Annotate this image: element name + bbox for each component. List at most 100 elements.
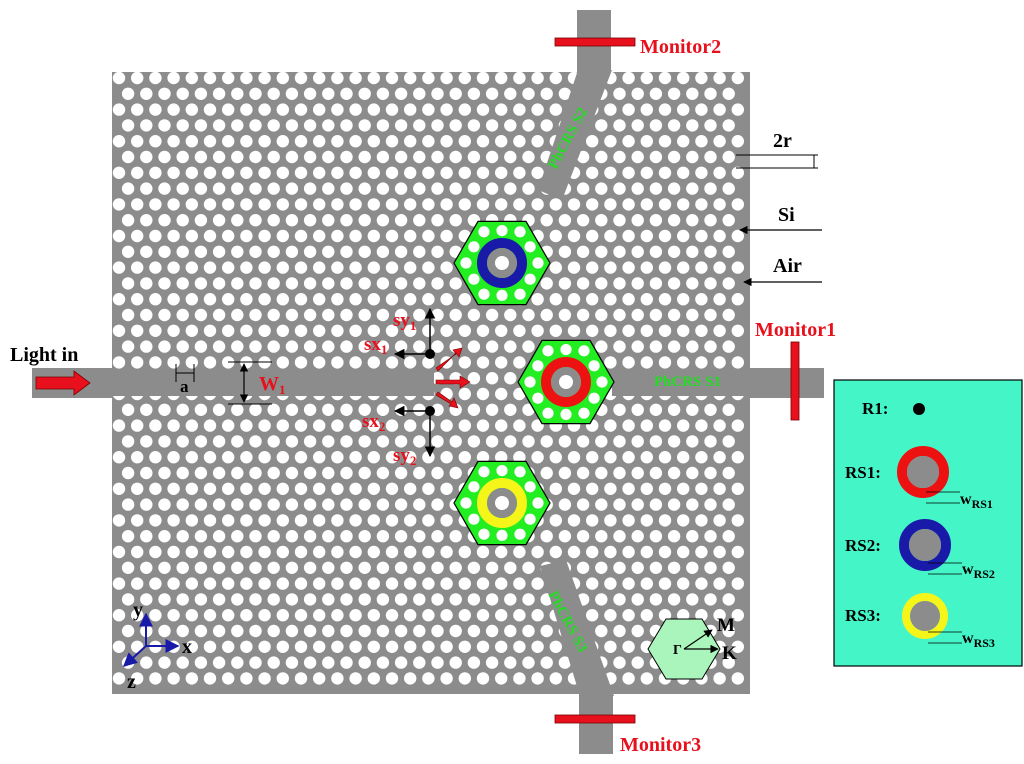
air-hole bbox=[222, 166, 235, 179]
air-hole bbox=[540, 435, 553, 448]
air-hole bbox=[731, 577, 744, 590]
air-hole bbox=[376, 119, 390, 132]
air-hole bbox=[203, 261, 217, 274]
air-hole bbox=[358, 624, 371, 638]
air-hole bbox=[294, 261, 308, 274]
air-hole bbox=[531, 451, 544, 464]
air-hole bbox=[240, 261, 253, 274]
air-hole bbox=[404, 135, 417, 148]
air-hole bbox=[121, 340, 135, 353]
air-hole bbox=[495, 545, 508, 559]
air-hole bbox=[240, 545, 253, 559]
legend-rs1-w: wRS1 bbox=[960, 491, 993, 511]
air-hole bbox=[613, 214, 626, 227]
air-hole bbox=[276, 577, 289, 590]
air-hole bbox=[158, 150, 171, 164]
air-hole bbox=[185, 545, 198, 559]
air-hole bbox=[203, 229, 217, 243]
air-hole bbox=[222, 103, 235, 116]
air-hole bbox=[149, 577, 162, 590]
air-hole bbox=[631, 340, 644, 353]
air-hole bbox=[504, 435, 517, 448]
air-hole bbox=[558, 214, 572, 227]
splitter-scatterers: sy1 sx1 sx2 sy2 bbox=[362, 307, 471, 468]
air-hole bbox=[595, 277, 608, 290]
air-hole bbox=[467, 435, 481, 448]
air-hole bbox=[376, 277, 390, 290]
air-hole bbox=[513, 419, 526, 432]
air-hole bbox=[185, 324, 198, 337]
air-hole bbox=[595, 466, 608, 480]
air-hole bbox=[613, 308, 626, 322]
air-hole bbox=[222, 672, 235, 685]
air-hole bbox=[258, 545, 271, 559]
air-hole bbox=[576, 498, 590, 511]
air-hole bbox=[267, 656, 280, 669]
air-hole bbox=[613, 435, 626, 448]
air-hole bbox=[413, 624, 426, 638]
air-hole bbox=[404, 166, 417, 179]
air-hole bbox=[440, 577, 453, 590]
air-hole bbox=[467, 403, 481, 416]
air-hole bbox=[404, 577, 417, 590]
legend-rs1-core bbox=[907, 456, 939, 488]
air-hole bbox=[340, 182, 353, 195]
air-hole bbox=[667, 340, 681, 353]
air-hole bbox=[322, 403, 335, 416]
air-hole bbox=[313, 198, 326, 211]
resonator-air-hole bbox=[460, 497, 472, 509]
air-hole bbox=[567, 324, 581, 337]
air-hole bbox=[649, 561, 663, 574]
air-hole bbox=[604, 324, 617, 337]
air-hole bbox=[358, 182, 371, 195]
air-hole bbox=[458, 293, 471, 306]
air-hole bbox=[704, 182, 717, 195]
air-hole bbox=[212, 561, 226, 574]
air-hole bbox=[458, 324, 471, 337]
air-hole bbox=[376, 624, 390, 638]
air-hole bbox=[604, 577, 617, 590]
air-hole bbox=[686, 340, 699, 353]
air-hole bbox=[476, 451, 490, 464]
air-hole bbox=[212, 214, 226, 227]
air-hole bbox=[149, 324, 162, 337]
air-hole bbox=[622, 609, 635, 622]
air-hole bbox=[240, 229, 253, 243]
air-hole bbox=[303, 214, 317, 227]
air-hole bbox=[549, 545, 562, 559]
air-hole bbox=[677, 577, 690, 590]
air-hole bbox=[340, 561, 353, 574]
air-hole bbox=[358, 245, 371, 258]
air-hole bbox=[531, 545, 544, 559]
air-hole bbox=[640, 451, 653, 464]
air-hole bbox=[677, 293, 690, 306]
air-hole bbox=[331, 577, 344, 590]
air-hole bbox=[331, 482, 344, 495]
air-hole bbox=[613, 498, 626, 511]
air-hole bbox=[203, 293, 217, 306]
air-hole bbox=[586, 293, 599, 306]
air-hole bbox=[567, 261, 581, 274]
air-hole bbox=[258, 577, 271, 590]
air-hole bbox=[112, 229, 126, 243]
air-hole bbox=[476, 356, 490, 369]
air-hole bbox=[522, 119, 535, 132]
air-hole bbox=[358, 340, 371, 353]
air-hole bbox=[376, 561, 390, 574]
air-hole bbox=[686, 435, 699, 448]
air-hole bbox=[131, 135, 144, 148]
air-hole bbox=[340, 466, 353, 480]
air-hole bbox=[340, 214, 353, 227]
air-hole bbox=[686, 277, 699, 290]
air-hole bbox=[349, 229, 362, 243]
air-hole bbox=[112, 324, 126, 337]
air-hole bbox=[604, 514, 617, 527]
sx2-label: sx2 bbox=[362, 411, 385, 434]
air-hole bbox=[358, 656, 371, 669]
air-hole bbox=[658, 482, 672, 495]
air-hole bbox=[212, 182, 226, 195]
air-hole bbox=[176, 403, 189, 416]
air-hole bbox=[140, 245, 153, 258]
air-hole bbox=[367, 419, 380, 432]
air-hole bbox=[631, 498, 644, 511]
